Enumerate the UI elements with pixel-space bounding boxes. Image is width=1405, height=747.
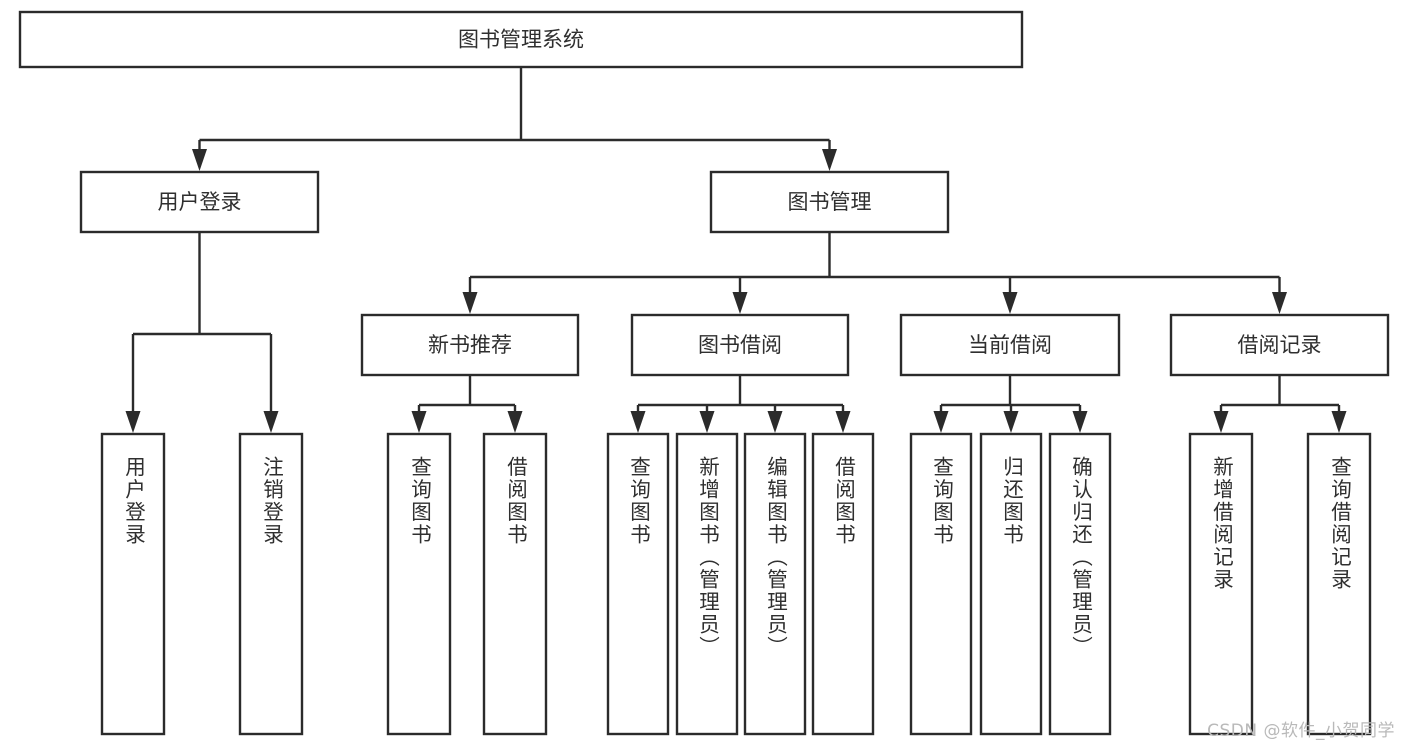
node-label-level2-0: 用户登录 — [158, 190, 242, 214]
arrow-head-leaf — [767, 411, 783, 433]
arrow-head-leaf — [933, 411, 949, 433]
arrow-head-leaf — [835, 411, 851, 433]
node-box-leaf-12[interactable] — [1306, 432, 1372, 736]
node-label-level2-1: 图书管理 — [788, 190, 872, 214]
arrow-head-leaf — [507, 411, 523, 433]
arrow-head-level3 — [1272, 292, 1287, 314]
arrow-head-leaf — [125, 411, 141, 433]
arrow-head-leaf — [1003, 411, 1019, 433]
node-box-level3-3[interactable] — [1169, 313, 1390, 377]
node-label-root: 图书管理系统 — [458, 28, 584, 52]
node-label-level3-2: 当前借阅 — [968, 333, 1052, 357]
node-box-layer — [18, 10, 1390, 736]
arrow-head-leaf — [699, 411, 715, 433]
connector-layer — [125, 67, 1347, 433]
node-label-level3-0: 新书推荐 — [428, 333, 512, 357]
arrow-head-leaf — [1072, 411, 1088, 433]
node-box-leaf-3[interactable] — [482, 432, 548, 736]
arrow-head-level3 — [462, 292, 478, 314]
node-label-level3-1: 图书借阅 — [698, 333, 782, 357]
node-box-leaf-2[interactable] — [386, 432, 452, 736]
node-box-leaf-10[interactable] — [1048, 432, 1112, 736]
node-box-leaf-7[interactable] — [811, 432, 875, 736]
node-box-level2-0[interactable] — [79, 170, 320, 234]
node-box-level3-2[interactable] — [899, 313, 1121, 377]
node-box-leaf-1[interactable] — [238, 432, 304, 736]
node-box-root[interactable] — [18, 10, 1024, 69]
arrow-head-level3 — [1002, 292, 1018, 314]
node-box-leaf-11[interactable] — [1188, 432, 1254, 736]
arrow-head-leaf — [263, 411, 279, 433]
node-box-level3-1[interactable] — [630, 313, 850, 377]
arrow-head-leaf — [1331, 411, 1347, 433]
node-label-level3-3: 借阅记录 — [1238, 333, 1322, 357]
node-box-leaf-4[interactable] — [606, 432, 670, 736]
arrow-head-leaf — [1213, 411, 1229, 433]
node-box-level3-0[interactable] — [360, 313, 580, 377]
node-box-level2-1[interactable] — [709, 170, 950, 234]
arrow-head-leaf — [630, 411, 646, 433]
arrow-head-leaf — [411, 411, 427, 433]
arrow-head-level2 — [192, 149, 207, 171]
node-box-leaf-0[interactable] — [100, 432, 166, 736]
watermark-text: CSDN @软件_小贺同学 — [1207, 721, 1395, 741]
arrow-head-level3 — [732, 292, 748, 314]
node-box-leaf-8[interactable] — [909, 432, 973, 736]
node-box-leaf-6[interactable] — [743, 432, 807, 736]
node-box-leaf-5[interactable] — [675, 432, 739, 736]
node-box-leaf-9[interactable] — [979, 432, 1043, 736]
arrow-head-level2 — [822, 149, 837, 171]
